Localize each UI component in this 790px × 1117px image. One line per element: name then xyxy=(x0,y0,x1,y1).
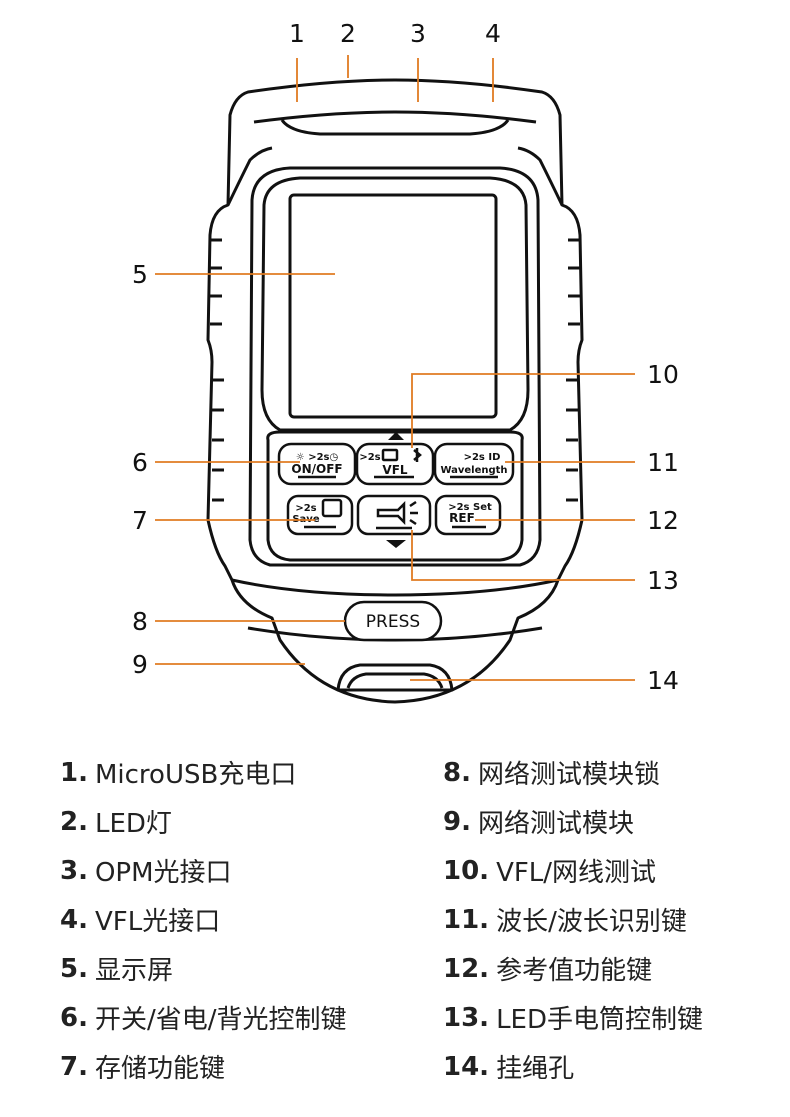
legend-number: 7. xyxy=(60,1051,88,1082)
top-cap-line xyxy=(253,110,537,124)
keypad-area xyxy=(266,430,524,562)
legend-item: 2.LED灯 xyxy=(60,797,420,846)
device-illustration: ☼ >2s◷ ON/OFF >2s VFL >2s ID Wavelength … xyxy=(132,19,679,704)
legend-label: 开关/省电/背光控制键 xyxy=(94,1005,347,1035)
legend-number: 13. xyxy=(443,1002,490,1033)
legend-number: 8. xyxy=(443,757,471,788)
legend-label: 网络测试模块 xyxy=(477,809,634,839)
legend-item: 12.参考值功能键 xyxy=(443,944,790,993)
bluetooth-icon xyxy=(413,448,422,462)
onoff-label: ON/OFF xyxy=(291,462,342,476)
legend-label: LED手电筒控制键 xyxy=(496,1005,703,1035)
down-arrow-icon xyxy=(386,540,406,548)
legend-number: 3. xyxy=(60,855,88,886)
callout-9: 9 xyxy=(132,650,148,679)
side-line-right xyxy=(517,146,564,206)
press-label: PRESS xyxy=(366,612,420,632)
legend-label: MicroUSB充电口 xyxy=(94,760,297,790)
legend-label: 存储功能键 xyxy=(94,1054,225,1084)
callout-13: 13 xyxy=(647,566,679,595)
vfl-top-text: >2s xyxy=(359,452,380,463)
flashlight-button[interactable] xyxy=(356,494,432,536)
callout-14: 14 xyxy=(647,666,679,695)
legend-item: 11.波长/波长识别键 xyxy=(443,895,790,944)
callout-1: 1 xyxy=(289,19,305,48)
legend-number: 12. xyxy=(443,953,490,984)
lower-band xyxy=(231,578,559,597)
legend-label: 波长/波长识别键 xyxy=(496,907,687,937)
leader-10 xyxy=(411,373,635,448)
legend-number: 4. xyxy=(60,904,88,935)
ref-label: REF xyxy=(449,511,475,525)
legend-item: 9.网络测试模块 xyxy=(443,797,790,846)
id-plug-icon xyxy=(381,448,399,462)
legend-item: 4.VFL光接口 xyxy=(60,895,420,944)
ref-button[interactable] xyxy=(434,494,502,536)
legend-item: 13.LED手电筒控制键 xyxy=(443,993,790,1042)
legend-number: 10. xyxy=(443,855,490,886)
legend-item: 8.网络测试模块锁 xyxy=(443,748,790,797)
device-outer-shell xyxy=(206,78,584,704)
flashlight-icon xyxy=(376,500,418,526)
callout-8: 8 xyxy=(132,607,148,636)
legend-right: 8.网络测试模块锁 9.网络测试模块 10.VFL/网线测试 11.波长/波长识… xyxy=(443,748,790,1091)
legend-number: 11. xyxy=(443,904,490,935)
legend-item: 10.VFL/网线测试 xyxy=(443,846,790,895)
legend-label: 参考值功能键 xyxy=(496,956,653,986)
legend-item: 5.显示屏 xyxy=(60,944,420,993)
wavelength-label: Wavelength xyxy=(440,465,507,476)
display-screen xyxy=(288,193,498,419)
wavelength-button[interactable] xyxy=(433,442,515,486)
vfl-label: VFL xyxy=(382,463,407,477)
side-line-left xyxy=(226,146,273,206)
inner-bumper xyxy=(248,166,542,567)
lanyard-hole xyxy=(336,663,454,692)
legend-item: 7.存储功能键 xyxy=(60,1042,420,1091)
callout-10: 10 xyxy=(647,360,679,389)
legend-left: 1.MicroUSB充电口 2.LED灯 3.OPM光接口 4.VFL光接口 5… xyxy=(60,748,420,1091)
legend-label: 显示屏 xyxy=(94,956,173,986)
legend-label: VFL光接口 xyxy=(94,907,221,937)
callout-3: 3 xyxy=(410,19,426,48)
callout-12: 12 xyxy=(647,506,679,535)
wavelength-top-text: >2s ID xyxy=(464,452,501,463)
callout-4: 4 xyxy=(485,19,501,48)
callout-7: 7 xyxy=(132,506,148,535)
callout-11: 11 xyxy=(647,448,679,477)
legend-item: 3.OPM光接口 xyxy=(60,846,420,895)
legend-item: 1.MicroUSB充电口 xyxy=(60,748,420,797)
legend-label: LED灯 xyxy=(94,809,172,839)
legend-number: 2. xyxy=(60,806,88,837)
save-floppy-icon xyxy=(321,498,343,518)
legend-item: 14.挂绳孔 xyxy=(443,1042,790,1091)
legend-label: VFL/网线测试 xyxy=(496,858,657,888)
callout-2: 2 xyxy=(340,19,356,48)
legend-number: 14. xyxy=(443,1051,490,1082)
callout-6: 6 xyxy=(132,448,148,477)
onoff-button[interactable] xyxy=(277,442,357,486)
save-top-text: >2s xyxy=(295,503,316,514)
leader-13 xyxy=(411,530,635,581)
callout-5: 5 xyxy=(132,260,148,289)
legend-number: 9. xyxy=(443,806,471,837)
save-button[interactable] xyxy=(286,494,354,536)
up-arrow-icon xyxy=(388,432,404,440)
legend-number: 1. xyxy=(60,757,88,788)
legend-number: 5. xyxy=(60,953,88,984)
face-panel xyxy=(260,176,530,432)
legend-label: 挂绳孔 xyxy=(496,1054,575,1084)
legend-item: 6.开关/省电/背光控制键 xyxy=(60,993,420,1042)
legend-label: 网络测试模块锁 xyxy=(477,760,660,790)
legend-number: 6. xyxy=(60,1002,88,1033)
legend-label: OPM光接口 xyxy=(94,858,232,888)
vfl-button[interactable] xyxy=(355,442,435,486)
onoff-top-text: ☼ >2s◷ xyxy=(296,452,339,463)
ref-top-text: >2s Set xyxy=(448,502,492,513)
